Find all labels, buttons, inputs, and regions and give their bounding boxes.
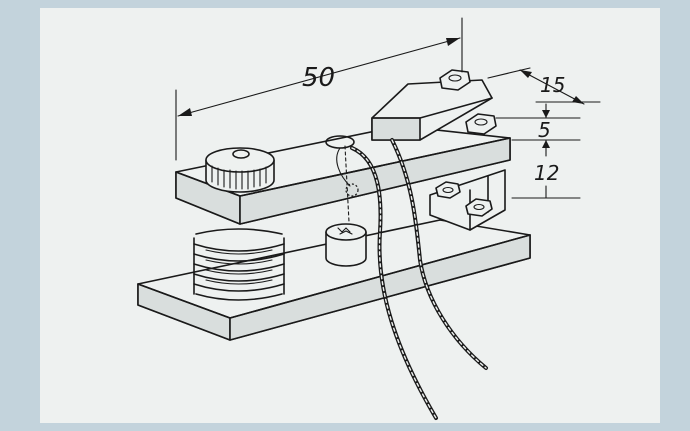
- base-plate: [137, 219, 531, 341]
- hex-nut-bracket-lower: [465, 198, 493, 217]
- paper-sheet: [40, 8, 660, 423]
- dimension-depth-label: 15: [540, 73, 565, 97]
- terminal-block: [371, 79, 493, 141]
- coil-spring: [193, 228, 285, 301]
- lead-wire-right: [390, 138, 488, 370]
- pin-lead: [336, 147, 351, 187]
- hex-nut-bracket-upper: [435, 181, 461, 199]
- adjusting-knob: [205, 147, 275, 193]
- dimension-gap-label: 12: [534, 161, 559, 185]
- dimension-length-label: 50: [302, 63, 335, 93]
- contact-cylinder: [325, 223, 367, 267]
- lead-wire-left: [350, 146, 438, 420]
- dimension-12: 12: [511, 139, 581, 199]
- hex-nut-middle: [465, 113, 497, 135]
- dimension-50: 50: [175, 17, 463, 161]
- dimension-plate-label: 5: [538, 118, 551, 142]
- dimension-15: 15: [487, 67, 601, 105]
- hex-nut-top: [439, 69, 471, 91]
- hidden-pin: [344, 145, 359, 223]
